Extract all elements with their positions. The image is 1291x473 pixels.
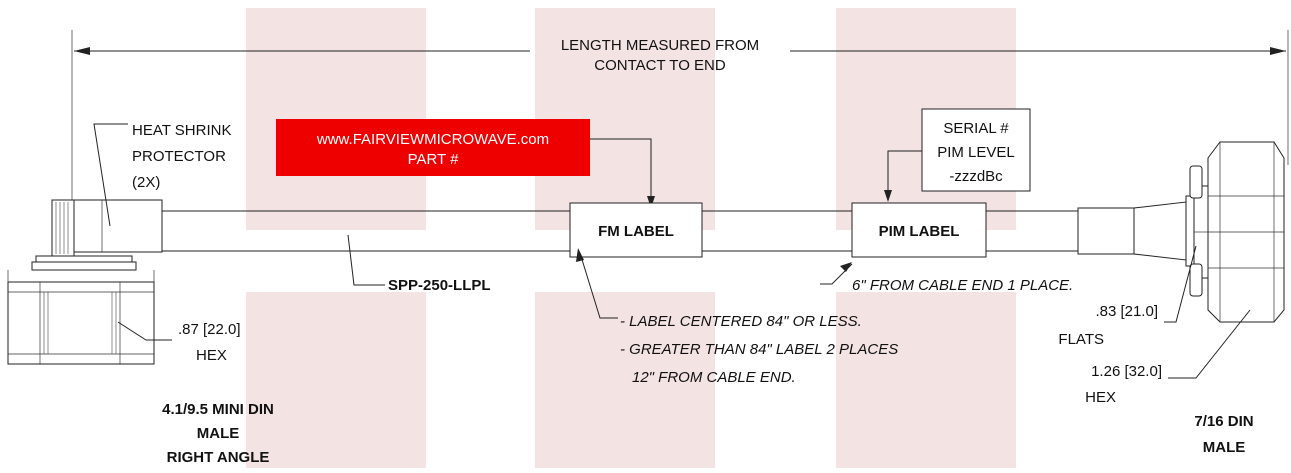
heat-shrink-line1: HEAT SHRINK	[132, 122, 231, 139]
left-connector-title: 4.1/9.5 MINI DIN MALE RIGHT ANGLE	[162, 401, 274, 466]
fm-note-line1: - LABEL CENTERED 84" OR LESS.	[620, 313, 862, 330]
right-hex-callout: 1.26 [32.0] HEX	[1085, 309, 1251, 406]
length-dimension: LENGTH MEASURED FROM CONTACT TO END	[71, 30, 1289, 270]
red-part-label: www.FAIRVIEWMICROWAVE.com PART #	[276, 119, 655, 208]
serial-line3: -zzzdBc	[949, 168, 1003, 185]
heat-shrink-callout: HEAT SHRINK PROTECTOR (2X)	[93, 122, 231, 227]
heat-shrink-line3: (2X)	[132, 174, 160, 191]
red-label-line2: PART #	[408, 151, 460, 168]
right-connector-title: 7/16 DIN MALE	[1194, 413, 1253, 456]
left-connector	[7, 199, 163, 365]
cable-part-number: SPP-250-LLPL	[388, 277, 491, 294]
length-label-line1: LENGTH MEASURED FROM	[561, 37, 759, 54]
fm-label-note: - LABEL CENTERED 84" OR LESS. - GREATER …	[576, 248, 898, 386]
fm-note-line2: - GREATER THAN 84" LABEL 2 PLACES	[620, 341, 898, 358]
right-flats-callout: .83 [21.0] FLATS	[1058, 245, 1197, 348]
pim-note: 6" FROM CABLE END 1 PLACE.	[820, 262, 1073, 294]
cable-part-callout: SPP-250-LLPL	[347, 234, 491, 294]
pim-label-box: PIM LABEL	[851, 202, 987, 258]
left-title-line2: MALE	[197, 425, 240, 442]
fm-note-line3: 12" FROM CABLE END.	[632, 369, 796, 386]
right-title-line2: MALE	[1203, 439, 1246, 456]
fm-label-text: FM LABEL	[598, 223, 674, 240]
right-connector	[1077, 141, 1285, 323]
right-flats-dim: .83 [21.0]	[1095, 303, 1158, 320]
right-flats-word: FLATS	[1058, 331, 1104, 348]
left-hex-dim: .87 [22.0]	[178, 321, 241, 338]
left-title-line1: 4.1/9.5 MINI DIN	[162, 401, 274, 418]
left-title-line3: RIGHT ANGLE	[167, 449, 270, 466]
pim-label-text: PIM LABEL	[879, 223, 960, 240]
watermark	[246, 8, 1016, 468]
heat-shrink-line2: PROTECTOR	[132, 148, 226, 165]
right-title-line1: 7/16 DIN	[1194, 413, 1253, 430]
pim-note-text: 6" FROM CABLE END 1 PLACE.	[852, 277, 1073, 294]
red-label-line1: www.FAIRVIEWMICROWAVE.com	[316, 131, 549, 148]
left-hex-word: HEX	[196, 347, 227, 364]
fm-label-box: FM LABEL	[569, 202, 703, 258]
serial-line1: SERIAL #	[943, 120, 1009, 137]
right-hex-dim: 1.26 [32.0]	[1091, 363, 1162, 380]
left-hex-callout: .87 [22.0] HEX	[117, 321, 241, 364]
serial-box: SERIAL # PIM LEVEL -zzzdBc	[884, 108, 1031, 202]
serial-line2: PIM LEVEL	[937, 144, 1015, 161]
length-label-line2: CONTACT TO END	[594, 57, 726, 74]
right-hex-word: HEX	[1085, 389, 1116, 406]
